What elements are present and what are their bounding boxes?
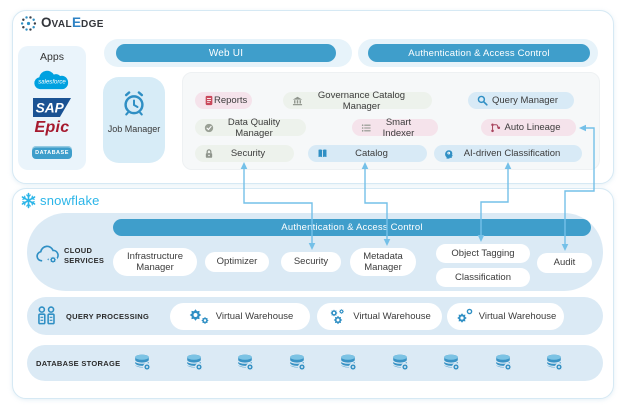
snowflake-icon (21, 192, 36, 209)
magnifier-icon (477, 95, 488, 106)
gears-icon (456, 308, 472, 323)
module-query-manager: Query Manager (468, 92, 574, 109)
database-gear-icon (494, 353, 512, 371)
module-catalog: Catalog (308, 145, 427, 162)
virtual-warehouse-2: Virtual Warehouse (317, 303, 442, 330)
ovaledge-gear-icon (20, 15, 37, 31)
snowflake-wordmark: snowflake (40, 193, 100, 208)
epic-logo: Epic (34, 119, 70, 136)
job-manager-card: Job Manager (103, 77, 165, 163)
apps-title: Apps (40, 51, 64, 63)
ovaledge-logo: OVALEDGE (20, 14, 104, 32)
pill-classification: Classification (436, 268, 530, 287)
module-smart-indexer: Smart Indexer (352, 117, 438, 139)
module-reports: Reports (195, 92, 252, 109)
apps-panel: Apps salesforce SAP Epic DATABASE (18, 46, 86, 170)
ai-head-icon (443, 148, 454, 159)
database-gear-icon (545, 353, 563, 371)
database-storage-label: DATABASE STORAGE (36, 359, 121, 368)
virtual-warehouse-1: Virtual Warehouse (170, 303, 310, 330)
auth-bar-snowflake: Authentication & Access Control (113, 219, 591, 236)
bank-icon (292, 96, 303, 106)
module-governance-catalog-manager: Governance Catalog Manager (283, 90, 432, 112)
pill-infrastructure-manager: Infrastructure Manager (113, 248, 197, 276)
module-security: Security (195, 145, 294, 162)
list-icon (361, 123, 371, 133)
gears-icon (330, 309, 345, 325)
cloud-gear-icon (36, 245, 59, 265)
database-gear-icon (185, 353, 203, 371)
report-icon (204, 95, 214, 106)
gears-icon (189, 309, 209, 325)
database-gear-icon (391, 353, 409, 371)
salesforce-logo: salesforce (34, 70, 69, 90)
module-data-quality-manager: Data Quality Manager (195, 117, 306, 139)
pill-optimizer: Optimizer (205, 252, 269, 272)
cloud-services-label: CLOUD SERVICES (64, 246, 105, 266)
database-gear-icon (442, 353, 460, 371)
virtual-warehouse-3: Virtual Warehouse (447, 303, 564, 330)
sap-logo: SAP (33, 98, 71, 117)
ovaledge-wordmark: OVALEDGE (41, 15, 104, 30)
pill-audit: Audit (537, 253, 592, 273)
module-auto-lineage: Auto Lineage (481, 119, 576, 136)
job-manager-label: Job Manager (107, 124, 161, 134)
database-gear-icon (339, 353, 357, 371)
query-processing-icon (38, 306, 55, 325)
pill-metadata-manager: Metadata Manager (350, 248, 416, 276)
module-ai-driven-classification: AI-driven Classification (434, 145, 582, 162)
pill-object-tagging: Object Tagging (436, 244, 530, 263)
query-processing-label: QUERY PROCESSING (66, 312, 150, 321)
snowflake-logo: snowflake (20, 192, 100, 209)
auth-bar-ovaledge: Authentication & Access Control (368, 44, 590, 62)
database-gear-icon (133, 353, 151, 371)
check-circle-icon (204, 123, 214, 133)
book-icon (317, 148, 328, 159)
database-gear-icon (236, 353, 254, 371)
pill-security: Security (281, 252, 341, 272)
lineage-icon (490, 122, 501, 133)
database-gear-icon (288, 353, 306, 371)
web-ui-bar: Web UI (116, 44, 336, 62)
lock-icon (204, 148, 214, 159)
svg-text:salesforce: salesforce (38, 79, 66, 85)
alarm-clock-icon (124, 91, 144, 116)
database-app-badge: DATABASE (32, 146, 72, 159)
svg-text:SAP: SAP (36, 101, 65, 116)
